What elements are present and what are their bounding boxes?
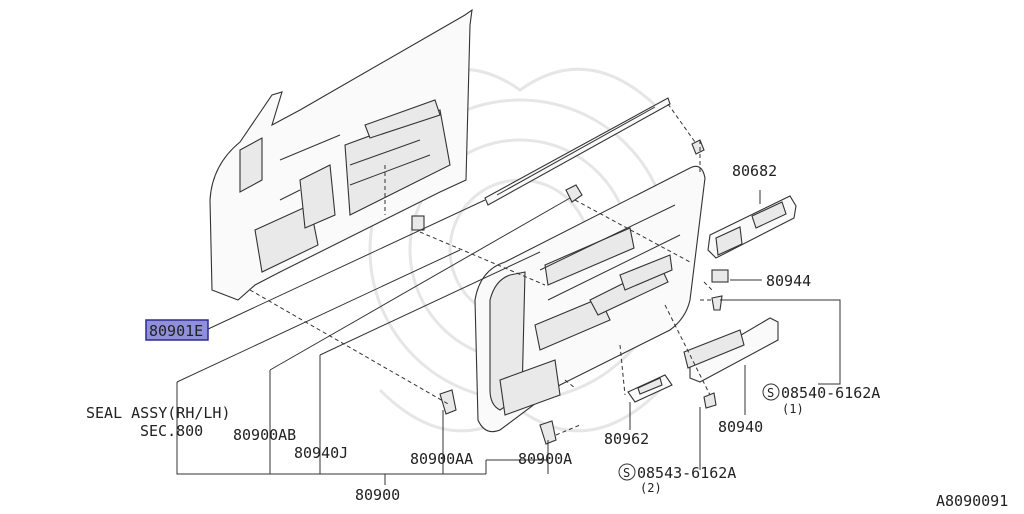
label-seal-assy: SEAL ASSY(RH/LH) [86, 404, 231, 422]
clip-part [411, 215, 425, 231]
qty-08543-6162A: (2) [640, 481, 662, 495]
door-inner-panel [209, 8, 473, 301]
highlight-box[interactable] [145, 319, 209, 341]
label-80944: 80944 [766, 272, 811, 290]
qty-08540-6162A: (1) [782, 402, 804, 416]
label-80901E[interactable]: 80901E [149, 322, 203, 340]
label-80900AA: 80900AA [410, 450, 473, 468]
label-seal-section: SEC.800 [140, 422, 203, 440]
label-80940J: 80940J [294, 444, 348, 462]
door-trim-panel [474, 165, 706, 433]
label-80682: 80682 [732, 162, 777, 180]
switch-plate [627, 374, 673, 403]
armrest-part [683, 317, 779, 383]
leader-lines [176, 190, 841, 485]
label-80962: 80962 [604, 430, 649, 448]
s-symbol-2 [618, 463, 636, 481]
part-labels: 80682 80944 S 08540-6162A (1) 80940 8096… [86, 162, 880, 504]
assembly-lines [249, 140, 715, 436]
label-80900AB: 80900AB [233, 426, 296, 444]
label-08540-6162A: 08540-6162A [781, 384, 880, 402]
label-08543-6162A: 08543-6162A [637, 464, 736, 482]
s-symbol-1-text: S [767, 386, 774, 400]
label-80900: 80900 [355, 486, 400, 504]
highlighted-part-80901E[interactable]: 80901E [145, 319, 209, 341]
seal-strip [484, 97, 696, 206]
diagram-id-code: A8090091 [936, 492, 1008, 510]
clip-80944 [711, 269, 729, 283]
label-80900A: 80900A [518, 450, 572, 468]
s-symbol-1 [762, 383, 780, 401]
label-80940: 80940 [718, 418, 763, 436]
switch-bezel [707, 195, 797, 259]
s-symbol-2-text: S [623, 466, 630, 480]
